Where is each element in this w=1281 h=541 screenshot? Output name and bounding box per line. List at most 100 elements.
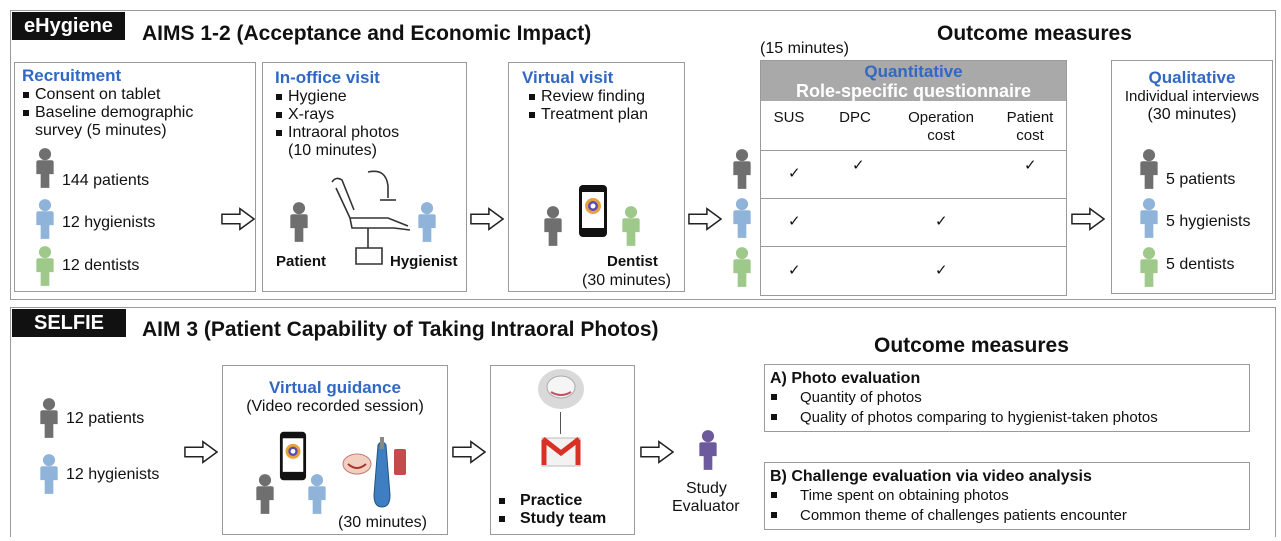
photo-evaluation-box — [764, 364, 1250, 432]
hygienist-icon — [304, 472, 330, 516]
qual-patients: 5 patients — [1166, 171, 1236, 188]
photo-evaluation-content: A) Photo evaluation Quantity of photos Q… — [770, 369, 1158, 428]
arrow-icon — [470, 207, 504, 231]
recruit-hygienists: 12 hygienists — [62, 214, 156, 231]
dentist-icon — [1136, 245, 1162, 289]
aim3-section — [10, 307, 1276, 537]
photo-evaluation-bullet: Quality of photos comparing to hygienist… — [770, 408, 1158, 428]
challenge-evaluation-bullet: Common theme of challenges patients enco… — [770, 506, 1127, 526]
qualitative-content: Qualitative Individual interviews (30 mi… — [1112, 68, 1272, 124]
ehygiene-tag: eHygiene — [12, 12, 125, 40]
photo-evaluation-bullet: Quantity of photos — [770, 388, 1158, 408]
in-office-bullet: Intraoral photos — [275, 124, 399, 142]
down-arrow-icon — [560, 412, 561, 434]
virtual-guidance-content: Virtual guidance (Video recorded session… — [223, 378, 447, 416]
questionnaire-duration: (15 minutes) — [760, 40, 849, 57]
intraoral-camera-icon — [373, 437, 406, 508]
patient-icon — [36, 396, 62, 440]
in-office-patient-label: Patient — [276, 253, 327, 270]
aims12-title: AIMS 1-2 (Acceptance and Economic Impact… — [142, 22, 592, 45]
check-mark: ✓ — [852, 157, 865, 174]
check-mark: ✓ — [788, 165, 801, 182]
dentist-icon — [32, 244, 58, 288]
arrow-icon — [184, 440, 218, 464]
check-mark: ✓ — [788, 213, 801, 230]
evaluator-line2: Evaluator — [672, 498, 740, 515]
virtual-visit-heading: Virtual visit — [522, 68, 614, 87]
gmail-icon — [541, 437, 581, 467]
photo-evaluation-bullets: Quantity of photos Quality of photos com… — [770, 388, 1158, 428]
patient-icon — [252, 472, 278, 516]
table-divider — [761, 246, 1066, 247]
hygienist-icon — [36, 452, 62, 496]
in-office-hygienist-label: Hygienist — [390, 253, 458, 270]
in-office-box — [262, 62, 467, 292]
col-header: Operation cost — [908, 109, 974, 144]
recruit-patients: 144 patients — [62, 172, 150, 189]
virtual-guidance-heading: Virtual guidance — [269, 378, 401, 397]
send-bullet-study-team: Study team — [498, 510, 606, 528]
in-office-duration: (10 minutes) — [288, 142, 377, 159]
col-header: Patient cost — [1006, 109, 1054, 144]
dental-chair-icon — [331, 170, 411, 265]
send-bullets: Practice Study team — [498, 492, 606, 528]
arrow-icon — [452, 440, 486, 464]
evaluator-icon — [695, 428, 721, 472]
hygienist-icon — [32, 197, 58, 241]
qualitative-line1: Individual interviews — [1124, 88, 1260, 105]
virtual-visit-duration: (30 minutes) — [582, 272, 671, 289]
in-office-heading: In-office visit — [275, 68, 380, 87]
aim3-hygienists: 12 hygienists — [66, 466, 160, 483]
col-header: DPC — [839, 109, 871, 126]
quantitative-subheading: Role-specific questionnaire — [795, 81, 1032, 101]
virtual-visit-bullets: Review finding Treatment plan — [528, 88, 648, 124]
hygienist-icon — [414, 200, 440, 244]
hygienist-icon — [729, 196, 755, 240]
send-bullet-practice: Practice — [498, 492, 606, 510]
challenge-evaluation-bullets: Time spent on obtaining photos Common th… — [770, 486, 1127, 526]
qualitative-line2: (30 minutes) — [1147, 106, 1237, 123]
virtual-guidance-sub: (Video recorded session) — [246, 398, 424, 415]
in-office-bullets: Hygiene X-rays Intraoral photos — [275, 88, 399, 142]
arrow-icon — [640, 440, 674, 464]
check-mark: ✓ — [935, 262, 948, 279]
arrow-icon — [221, 207, 255, 231]
patient-icon — [1136, 147, 1162, 191]
intraoral-photo-icon — [538, 369, 584, 409]
recruitment-panel: Recruitment Consent on tablet Baseline d… — [22, 66, 250, 290]
arrow-icon — [688, 207, 722, 231]
challenge-evaluation-content: B) Challenge evaluation via video analys… — [770, 467, 1127, 526]
qualitative-box — [1111, 60, 1273, 294]
check-mark: ✓ — [788, 262, 801, 279]
dentist-icon — [618, 204, 644, 248]
recruitment-bullet-cont: survey (5 minutes) — [35, 122, 167, 139]
col-header: SUS — [773, 109, 805, 126]
virtual-guidance-duration: (30 minutes) — [338, 514, 427, 531]
in-office-bullet: Hygiene — [275, 88, 399, 106]
aim3-patients: 12 patients — [66, 410, 145, 427]
quantitative-header: Quantitative Role-specific questionnaire — [761, 61, 1066, 101]
virtual-visit-bullet: Review finding — [528, 88, 648, 106]
in-office-bullet: X-rays — [275, 106, 399, 124]
mouth-photo-icon — [342, 453, 372, 475]
table-divider — [761, 150, 1066, 151]
patient-icon — [32, 146, 58, 190]
aim3-outcome-title: Outcome measures — [874, 334, 1069, 357]
recruitment-bullet: Baseline demographic — [22, 104, 250, 122]
challenge-evaluation-bullet: Time spent on obtaining photos — [770, 486, 1127, 506]
virtual-guidance-box — [222, 365, 448, 535]
challenge-evaluation-box — [764, 462, 1250, 530]
evaluator-line1: Study — [686, 480, 727, 497]
check-mark: ✓ — [935, 213, 948, 230]
arrow-icon — [1071, 207, 1105, 231]
photo-evaluation-heading: A) Photo evaluation — [770, 370, 921, 387]
qual-dentists: 5 dentists — [1166, 256, 1235, 273]
virtual-visit-dentist-label: Dentist — [607, 253, 658, 270]
in-office-content: In-office visit Hygiene X-rays Intraoral… — [275, 68, 399, 160]
patient-icon — [540, 204, 566, 248]
tablet-icon — [579, 185, 607, 237]
tablet-icon — [279, 431, 307, 481]
qualitative-heading: Qualitative — [1148, 68, 1236, 87]
aims12-outcome-title: Outcome measures — [937, 22, 1132, 45]
recruitment-heading: Recruitment — [22, 66, 122, 85]
